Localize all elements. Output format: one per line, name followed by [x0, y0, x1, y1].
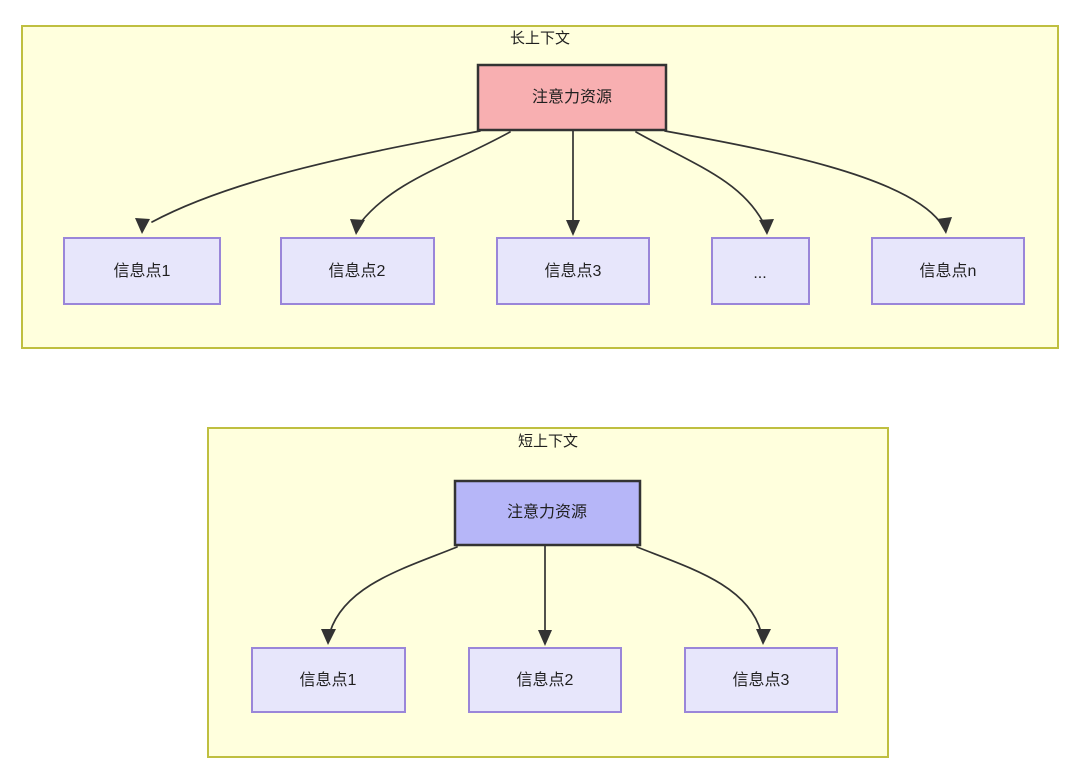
panel-long-context: 长上下文 注意 — [21, 25, 1059, 349]
node-info-point-n-box[interactable] — [871, 237, 1025, 305]
node-short-info-point-3-box[interactable] — [684, 647, 838, 713]
panel-long-context-title: 长上下文 — [510, 30, 570, 47]
arrowhead-info-ellipsis — [759, 219, 774, 235]
node-info-point-2-label: 信息点2 — [329, 262, 386, 280]
node-short-info-point-3[interactable]: 信息点3 — [684, 647, 838, 713]
edge-attn-short-to-info-1 — [329, 546, 458, 633]
node-attention-resource-short[interactable]: 注意力资源 — [453, 479, 642, 547]
node-info-point-ellipsis-box[interactable] — [711, 237, 810, 305]
node-info-point-3[interactable]: 信息点3 — [496, 237, 650, 305]
edges-short-context — [321, 545, 771, 646]
edge-attn-to-info-n — [664, 130, 941, 223]
node-info-point-n[interactable]: 信息点n — [871, 237, 1025, 305]
node-info-point-3-label: 信息点3 — [545, 262, 602, 280]
node-info-point-2-box[interactable] — [280, 237, 435, 305]
panel-short-context-title: 短上下文 — [518, 433, 578, 450]
node-info-point-1[interactable]: 信息点1 — [63, 237, 221, 305]
node-attention-resource-long-box[interactable] — [476, 63, 668, 132]
node-attention-resource-long-label: 注意力资源 — [532, 87, 612, 106]
node-short-info-point-2-box[interactable] — [468, 647, 622, 713]
node-short-info-point-1[interactable]: 信息点1 — [251, 647, 406, 713]
edge-attn-to-info-2 — [360, 131, 511, 223]
edge-attn-to-info-1 — [151, 130, 481, 223]
node-attention-resource-short-label: 注意力资源 — [507, 502, 587, 521]
arrowhead-info-3 — [566, 220, 580, 236]
arrowhead-info-1 — [135, 218, 150, 234]
node-info-point-ellipsis-label: ... — [753, 265, 766, 282]
arrowhead-short-info-3 — [756, 629, 771, 645]
node-short-info-point-1-label: 信息点1 — [300, 671, 357, 689]
node-short-info-point-3-label: 信息点3 — [733, 671, 790, 689]
node-info-point-1-box[interactable] — [63, 237, 221, 305]
edge-attn-short-to-info-3 — [636, 546, 762, 633]
node-attention-resource-long[interactable]: 注意力资源 — [476, 63, 668, 132]
node-info-point-3-box[interactable] — [496, 237, 650, 305]
node-info-point-1-label: 信息点1 — [114, 262, 171, 280]
panel-short-context: 短上下文 注意力资源 信息点1 — [207, 427, 889, 758]
node-short-info-point-2[interactable]: 信息点2 — [468, 647, 622, 713]
node-info-point-2[interactable]: 信息点2 — [280, 237, 435, 305]
node-attention-resource-short-box[interactable] — [453, 479, 642, 547]
edge-attn-to-info-ellipsis — [635, 131, 764, 223]
arrowhead-info-2 — [350, 219, 365, 235]
arrowhead-short-info-1 — [321, 629, 336, 645]
node-short-info-point-1-box[interactable] — [251, 647, 406, 713]
node-info-point-n-label: 信息点n — [920, 262, 977, 280]
node-short-info-point-2-label: 信息点2 — [517, 671, 574, 689]
node-info-point-ellipsis[interactable]: ... — [711, 237, 810, 305]
arrowhead-info-n — [937, 217, 952, 234]
arrowhead-short-info-2 — [538, 630, 552, 646]
edges-long-context — [135, 130, 952, 236]
